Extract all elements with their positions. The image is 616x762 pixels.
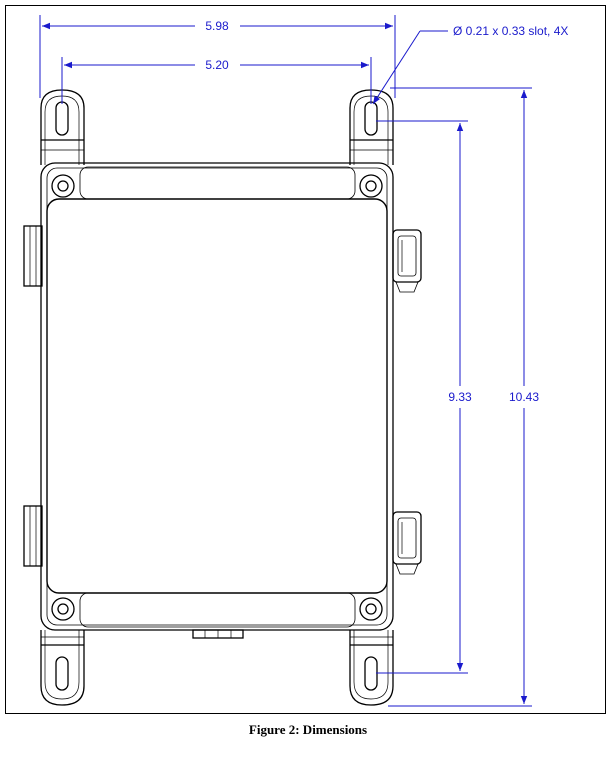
left-hinge-bottom xyxy=(23,505,43,567)
mounting-tab-bl xyxy=(40,630,85,706)
label-slot-width: 5.20 xyxy=(205,58,229,72)
right-latch-bottom xyxy=(392,511,422,575)
dim-overall-width xyxy=(39,15,396,98)
enclosure xyxy=(23,89,422,706)
corner-screw-br xyxy=(359,597,383,621)
label-slot-height: 9.33 xyxy=(448,390,472,404)
label-slot-note: Ø 0.21 x 0.33 slot, 4X xyxy=(453,24,568,38)
label-overall-width: 5.98 xyxy=(205,19,229,33)
bottom-connector xyxy=(192,629,244,639)
dim-slot-height xyxy=(376,120,468,674)
figure-caption: Figure 2: Dimensions xyxy=(248,722,368,737)
corner-screw-tl xyxy=(51,174,75,198)
label-overall-height: 10.43 xyxy=(509,390,539,404)
right-latch-top xyxy=(392,229,422,293)
dim-overall-height xyxy=(388,87,532,707)
corner-screw-bl xyxy=(51,597,75,621)
left-hinge-top xyxy=(23,225,43,287)
mounting-tab-br xyxy=(349,630,394,706)
slot-callout-leader xyxy=(372,30,448,105)
corner-screw-tr xyxy=(359,174,383,198)
dim-slot-width xyxy=(61,57,372,104)
figure-frame xyxy=(5,5,606,714)
